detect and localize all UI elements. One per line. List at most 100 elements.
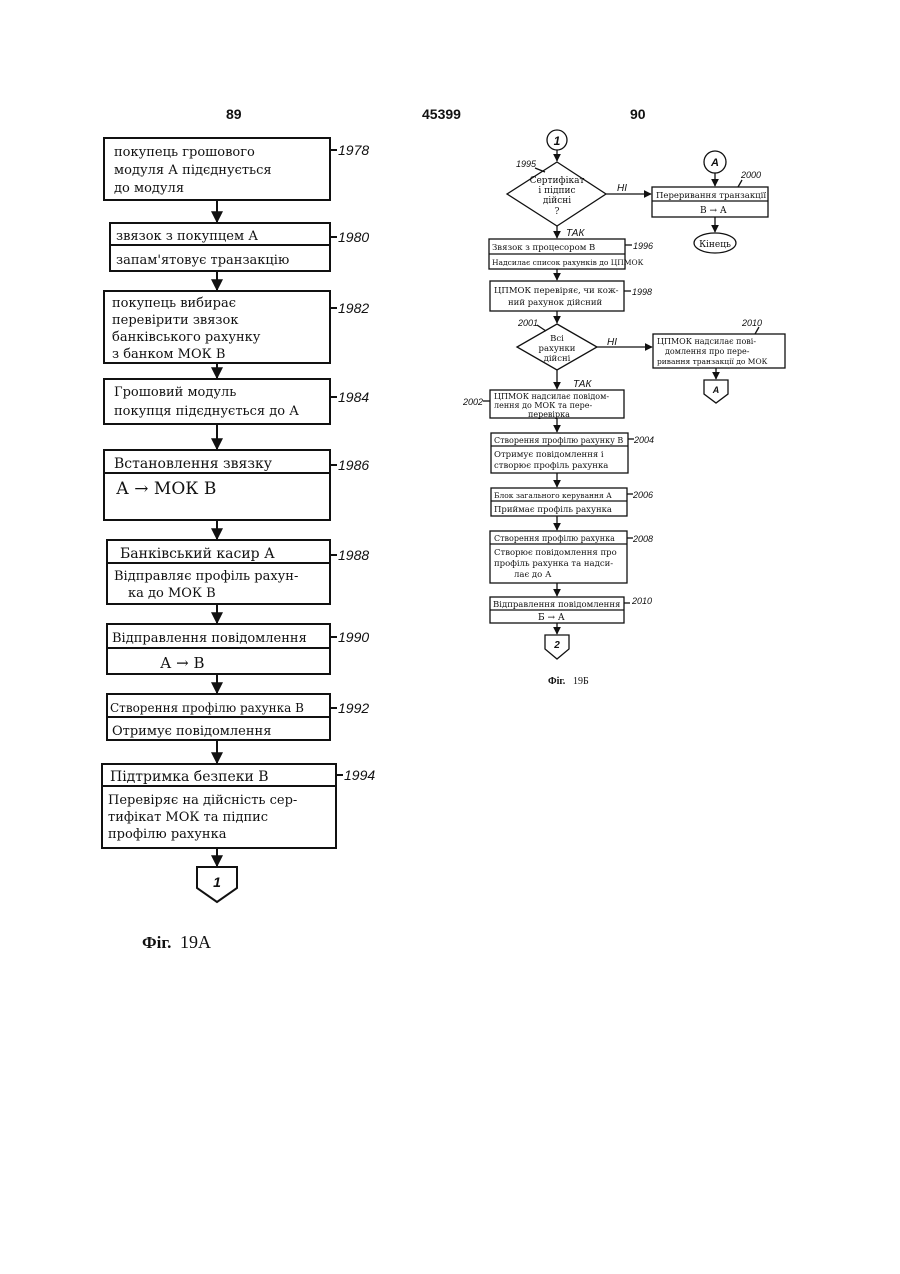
step-1996: Звязок з процесором В Надсилає список ра… — [489, 239, 653, 269]
step-2006-bottom: Приймає профіль рахунка — [494, 505, 612, 515]
connector-1-label: 1 — [213, 874, 221, 890]
step-1990-bottom: А → В — [160, 654, 205, 672]
figure-19a-caption-id: 19А — [180, 932, 211, 952]
step-1980-top: звязок з покупцем А — [116, 229, 258, 244]
connector-a-top-label: А — [710, 157, 719, 169]
step-1982-line-4: з банком МОК В — [112, 347, 225, 362]
step-1992-bottom: Отримує повідомлення — [112, 724, 271, 739]
step-1980-bottom: запам'ятовує транзакцію — [116, 253, 289, 268]
ref-1990: 1990 — [338, 629, 369, 645]
connector-a-bottom: А — [704, 380, 728, 403]
step-1982: покупець вибирає перевірити звязок банкі… — [104, 291, 369, 363]
decision-2001-line-1: Всі — [550, 334, 564, 344]
step-1986: Встановлення звязку А → МОК В 1986 — [104, 450, 369, 520]
step-2002-line-3: перевірка — [528, 410, 570, 419]
step-1982-line-3: банківського рахунку — [112, 330, 261, 345]
step-2010: Відправлення повідомлення Б → А 2010 — [490, 596, 652, 623]
step-2008: Створення профілю рахунка Створює повідо… — [490, 531, 653, 583]
step-1992: Створення профілю рахунка В Отримує пові… — [107, 694, 369, 740]
decision-1995-line-3: дійсні — [543, 196, 571, 206]
ref-1994: 1994 — [344, 767, 375, 783]
step-2004-top: Створення профілю рахунку В — [494, 436, 623, 445]
step-1996-top: Звязок з процесором В — [492, 243, 595, 253]
connector-a-bottom-label: А — [712, 385, 720, 395]
ref-2008: 2008 — [632, 534, 653, 544]
decision-1995-line-4: ? — [555, 207, 560, 217]
step-1978: покупець грошового модуля А підєднується… — [104, 138, 369, 200]
decision-1995-no: НІ — [617, 183, 627, 194]
step-2004: Створення профілю рахунку В Отримує пові… — [491, 433, 654, 473]
connector-1-in-label: 1 — [554, 134, 561, 148]
ref-1986: 1986 — [338, 457, 369, 473]
step-1988-bottom-2: ка до МОК В — [128, 586, 216, 601]
connector-a-top: А — [704, 151, 726, 173]
step-2010-abort-line-3: ривання транзакції до МОК — [657, 357, 768, 366]
step-1994-bottom-2: тифікат МОК та підпис — [108, 810, 268, 825]
decision-2001-yes: ТАК — [573, 379, 592, 390]
step-1992-top: Створення профілю рахунка В — [110, 701, 304, 715]
step-1994-bottom-3: профілю рахунка — [108, 827, 227, 842]
step-2000-bottom: В → А — [700, 206, 727, 216]
step-1998-line-2: ний рахунок дійсний — [508, 298, 603, 308]
step-1986-top: Встановлення звязку — [114, 456, 273, 472]
decision-2001-line-3: дійсні — [544, 354, 571, 364]
step-2006-top: Блок загального керування А — [494, 491, 612, 500]
step-1998-line-1: ЦПМОК перевіряє, чи кож- — [494, 286, 619, 296]
step-1978-line-2: модуля А підєднується — [114, 163, 272, 178]
step-1994-bottom-1: Перевіряє на дійсність сер- — [108, 793, 297, 808]
ref-1980: 1980 — [338, 229, 369, 245]
ref-1995: 1995 — [516, 159, 537, 169]
end-terminal-label: Кінець — [699, 240, 731, 250]
ref-2002: 2002 — [462, 397, 483, 407]
decision-1995: Сертифікат і підпис дійсні ? 1995 НІ ТАК — [507, 159, 627, 239]
ref-1988: 1988 — [338, 547, 369, 563]
step-2010-top: Відправлення повідомлення — [493, 600, 620, 610]
decision-2001: Всі рахунки дійсні 2001 НІ ТАК — [517, 318, 617, 390]
step-1998: ЦПМОК перевіряє, чи кож- ний рахунок дій… — [490, 281, 652, 311]
ref-2006: 2006 — [632, 490, 653, 500]
step-1978-line-3: до модуля — [114, 181, 184, 196]
step-2000-top: Переривання транзакції — [656, 191, 766, 201]
step-1986-bottom: А → МОК В — [116, 479, 216, 499]
figure-19b: 1 Сертифікат і підпис дійсні ? 1995 НІ Т… — [462, 130, 785, 687]
step-1988-bottom-1: Відправляє профіль рахун- — [114, 569, 298, 584]
step-2008-bottom-3: лає до А — [514, 570, 552, 580]
decision-1995-line-1: Сертифікат — [530, 176, 585, 186]
step-1982-line-1: покупець вибирає — [112, 296, 236, 311]
step-1994-top: Підтримка безпеки В — [110, 769, 269, 785]
step-2008-bottom-1: Створює повідомлення про — [494, 548, 617, 558]
step-2002-line-1: ЦПМОК надсилає повідом- — [494, 392, 609, 401]
ref-2001: 2001 — [517, 318, 538, 328]
step-1988: Банківський касир А Відправляє профіль р… — [107, 540, 369, 604]
ref-1982: 1982 — [338, 300, 369, 316]
ref-2004: 2004 — [633, 435, 654, 445]
step-2006: Блок загального керування А Приймає проф… — [491, 488, 653, 516]
ref-2010: 2010 — [631, 596, 652, 606]
step-2010-abort: ЦПМОК надсилає пові- домлення про пере- … — [653, 318, 785, 368]
step-2010-bottom: Б → А — [538, 613, 565, 623]
decision-1995-line-2: і підпис — [538, 186, 575, 196]
ref-1992: 1992 — [338, 700, 369, 716]
ref-1996: 1996 — [633, 241, 653, 251]
step-2008-top: Створення профілю рахунка — [494, 534, 615, 543]
decision-1995-yes: ТАК — [566, 228, 585, 239]
ref-2010-abort: 2010 — [741, 318, 762, 328]
end-terminal: Кінець — [694, 233, 736, 253]
step-1980: звязок з покупцем А запам'ятовує транзак… — [110, 223, 369, 271]
step-1990: Відправлення повідомлення А → В 1990 — [107, 624, 369, 674]
ref-2000: 2000 — [740, 170, 761, 180]
step-2004-bottom-2: створює профіль рахунка — [494, 461, 608, 471]
step-1996-bottom: Надсилає список рахунків до ЦПМОК — [492, 258, 644, 267]
step-1984-line-2: покупця підєднується до А — [114, 404, 299, 419]
step-1978-line-1: покупець грошового — [114, 145, 255, 160]
connector-2-label: 2 — [553, 640, 560, 651]
figure-19b-caption-id: 19Б — [573, 676, 589, 687]
step-2010-abort-line-2: домлення про пере- — [665, 347, 750, 356]
off-page-connector-2: 2 — [545, 635, 569, 659]
decision-2001-line-2: рахунки — [539, 344, 576, 354]
ref-1984: 1984 — [338, 389, 369, 405]
step-2010-abort-line-1: ЦПМОК надсилає пові- — [657, 337, 756, 346]
step-1982-line-2: перевірити звязок — [112, 313, 238, 328]
figure-19a: покупець грошового модуля А підєднується… — [102, 138, 375, 952]
